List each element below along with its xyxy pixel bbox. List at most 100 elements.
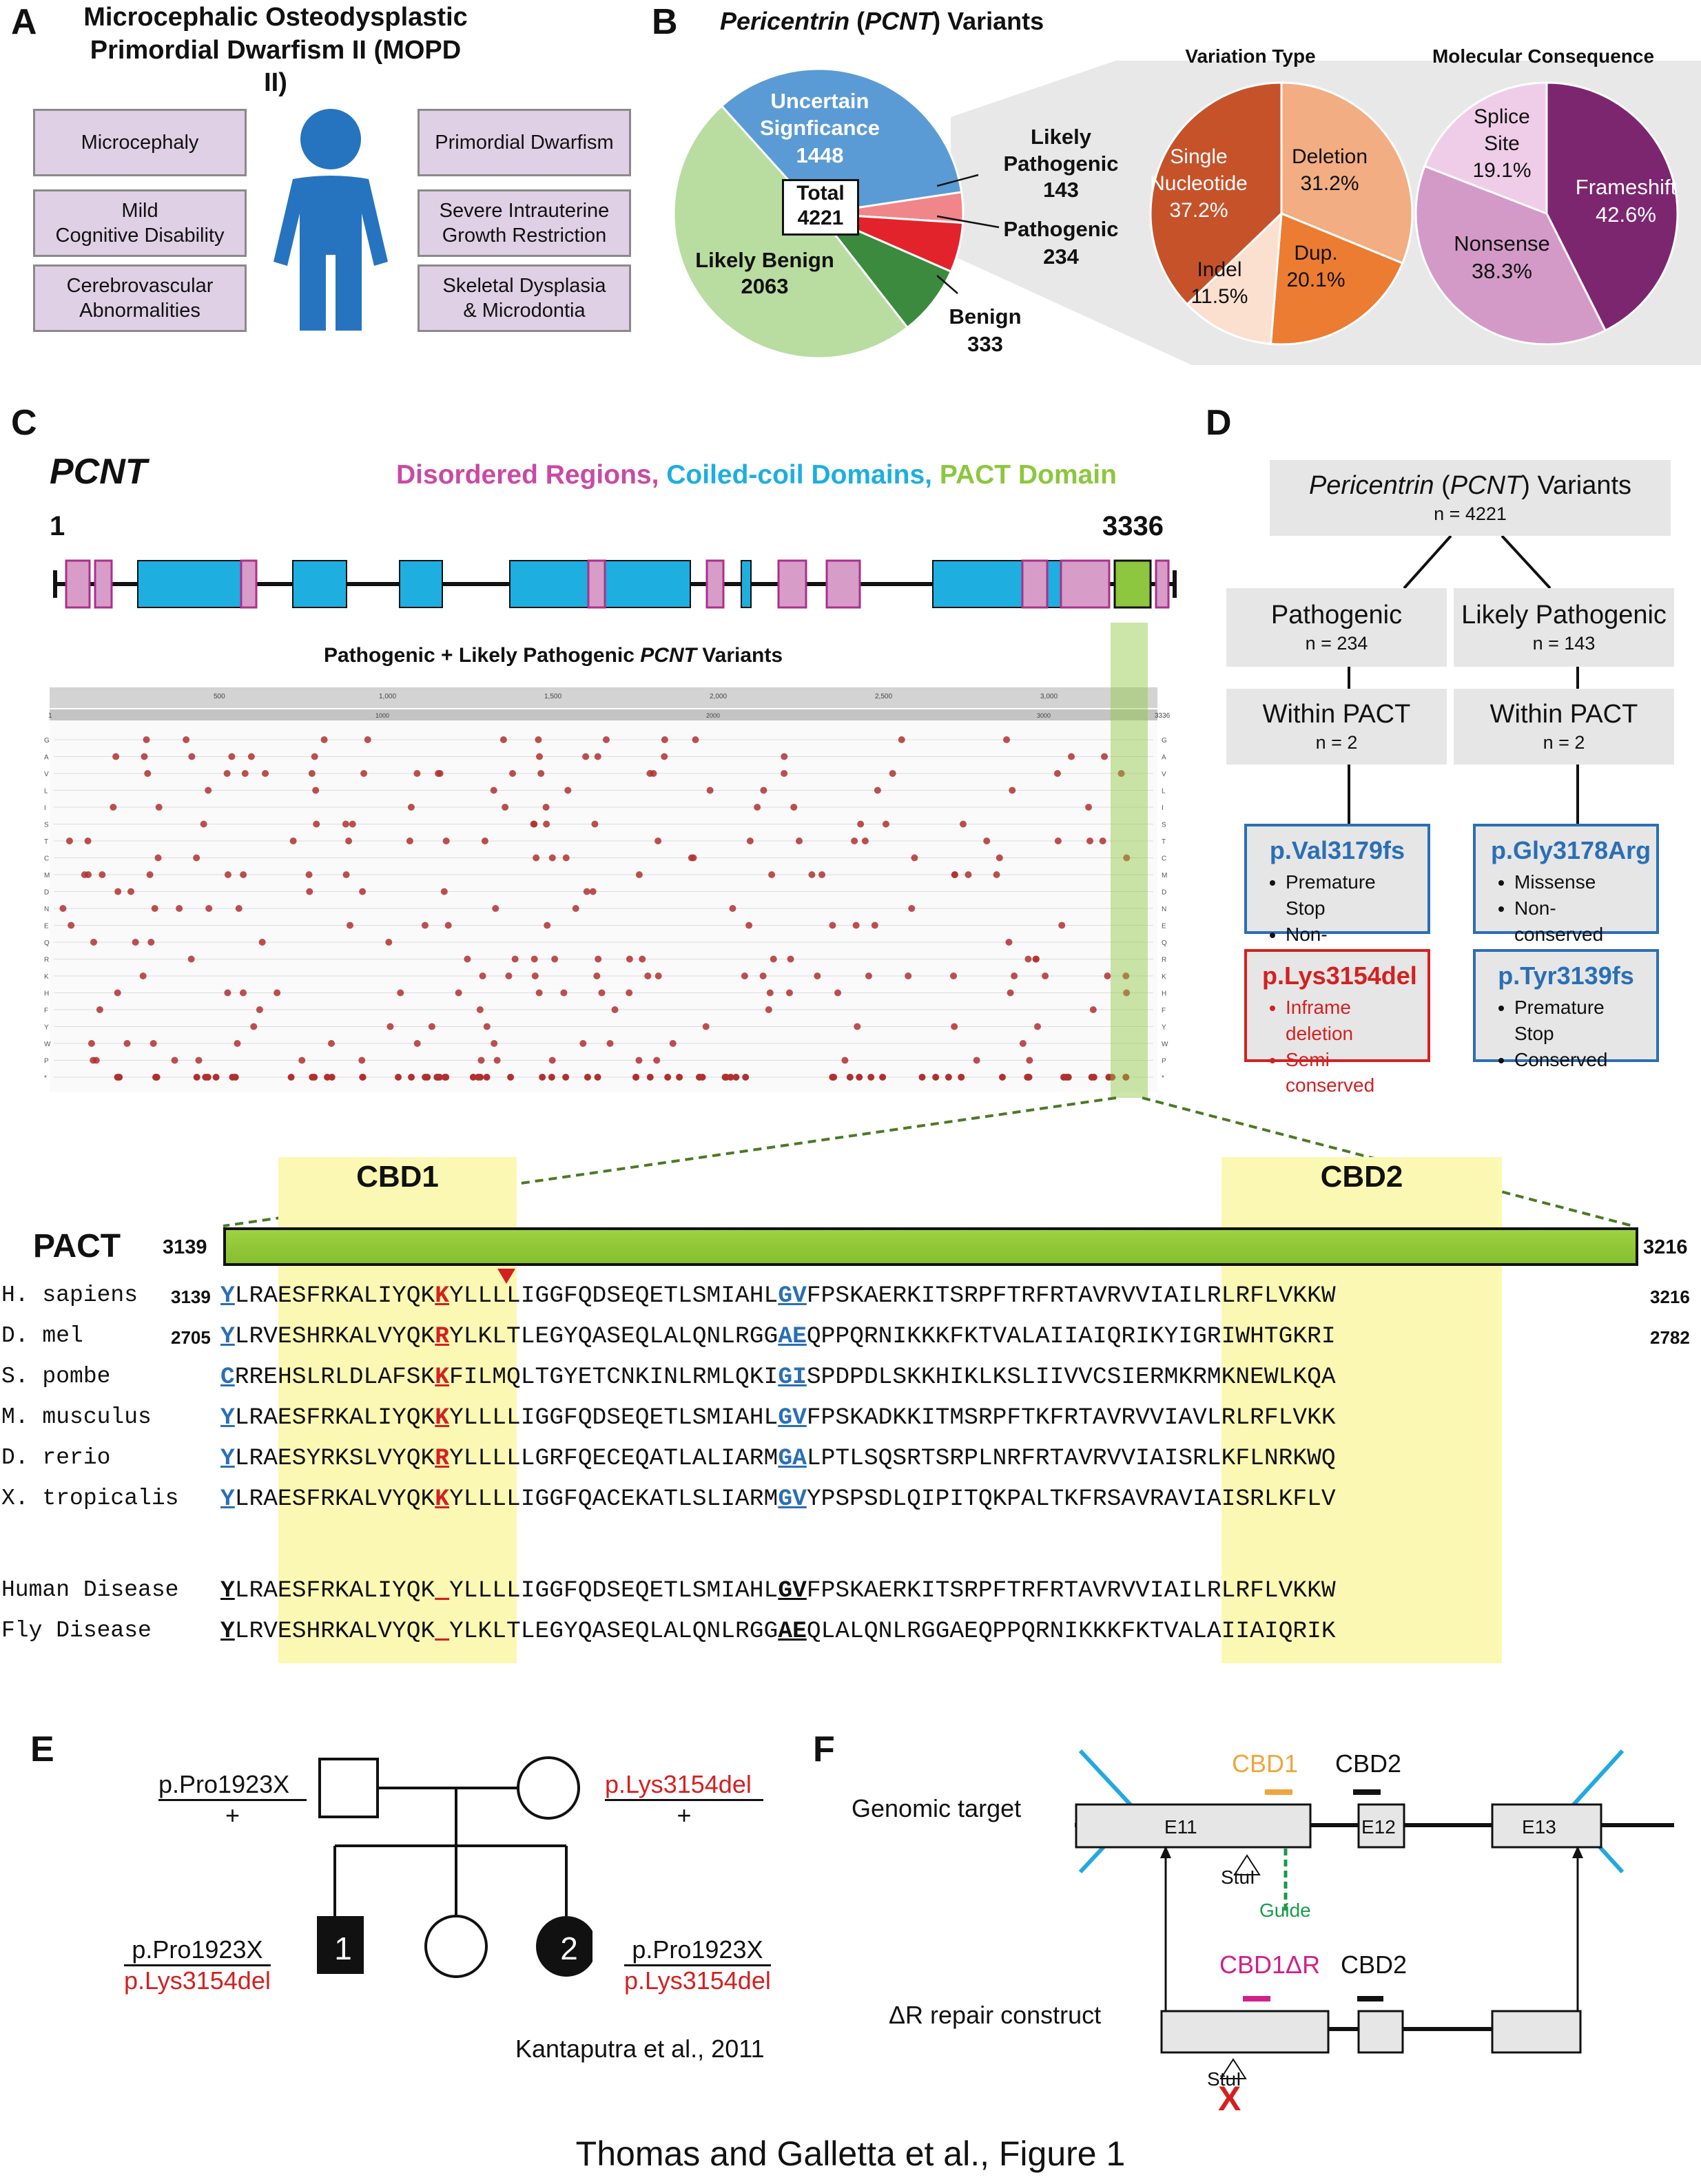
residue-run: FPSKAERKITSRPFTRFRTAVRVVIAILRLRFLVKKW: [806, 1282, 1336, 1309]
child-2-number: 2: [560, 1931, 578, 1966]
pact-bar: [223, 1227, 1638, 1266]
variant-dot-stop: [507, 1074, 515, 1081]
variant-dot: [308, 770, 316, 777]
panel-d-label: D: [1206, 403, 1232, 443]
residue-run: LRAESYRKSLVYQK: [234, 1445, 435, 1472]
pedigree: [317, 1756, 592, 1978]
variant-dot: [320, 736, 328, 743]
variant-dot: [692, 736, 699, 743]
disease-name: Fly Disease: [1, 1618, 152, 1643]
variant-dot: [345, 838, 353, 844]
variant-dot: [818, 871, 826, 878]
aa-row-label: I: [44, 804, 46, 812]
variant-dot: [1054, 838, 1062, 844]
residue-run: FILMQLTGYETCNKINLRMLQKI: [449, 1364, 779, 1391]
child-1-number: 1: [334, 1931, 352, 1966]
variant-dot-stop: [202, 1074, 209, 1081]
variant-dot: [171, 1057, 178, 1064]
variant-dots: [59, 736, 1131, 1081]
variant-dot: [993, 871, 1000, 878]
residue-highlight: R: [435, 1323, 450, 1350]
variant-dot: [84, 838, 92, 844]
disordered-region: [240, 559, 258, 609]
variant-dot: [661, 736, 668, 743]
variant-dot: [256, 1006, 263, 1013]
variant-dot: [626, 955, 633, 963]
ruler-tick: 2000: [706, 712, 720, 719]
variant-dot: [572, 905, 579, 912]
within-title: Within PACT: [1489, 700, 1638, 729]
species-start: 2705: [171, 1327, 211, 1348]
variant-dot: [312, 787, 320, 794]
variant-dot: [492, 905, 499, 912]
aa-row-label: W: [44, 1041, 51, 1048]
ruler-end: 3336: [1155, 712, 1171, 720]
father-genotype: p.Pro1923X+: [158, 1770, 307, 1830]
aa-row-label: *: [44, 1074, 47, 1082]
variant-dot: [499, 736, 507, 743]
variant-detail: Conserved: [1514, 1047, 1641, 1073]
residue-highlight: GV: [778, 1577, 807, 1604]
variant-dot: [543, 820, 550, 828]
title-part: Pathogenic + Likely Pathogenic: [324, 644, 641, 667]
gene-title: PCNT: [50, 452, 147, 492]
variant-dot: [187, 955, 195, 963]
variant-dot-stop: [958, 1074, 965, 1081]
variant-dot: [476, 1006, 484, 1013]
panel-b-title-italic: Pericentrin: [720, 7, 850, 35]
variant-dot: [241, 770, 249, 777]
disordered-region: [777, 559, 807, 609]
residue-run: LRVESHRKALVYQK: [234, 1323, 435, 1350]
variant-plot-title: Pathogenic + Likely Pathogenic PCNT Vari…: [324, 644, 783, 667]
variant-dot: [781, 753, 788, 760]
variant-dot: [442, 838, 450, 844]
genomic-target-label: Genomic target: [852, 1794, 1022, 1822]
variant-dot: [274, 989, 281, 997]
variant-dot: [154, 854, 162, 862]
title-gene: PCNT: [640, 644, 697, 667]
variant-dot: [200, 820, 207, 828]
variant-dot: [235, 905, 243, 912]
variant-dot-stop: [732, 1074, 740, 1081]
variant-dot: [250, 1023, 258, 1030]
paren: (: [856, 7, 865, 35]
panel-e-label: E: [30, 1729, 54, 1769]
aa-row-label: H: [44, 990, 49, 998]
residue-highlight: _: [435, 1577, 450, 1604]
variant-dot: [413, 770, 421, 777]
variant-dot-stop: [742, 1074, 750, 1081]
variant-dot: [834, 989, 842, 997]
variant-dot: [602, 736, 610, 743]
variant-dot: [358, 1057, 366, 1064]
residue-run: LRAESFRKALIYQK: [234, 1577, 435, 1604]
variant-dot: [790, 804, 798, 811]
variant-dot: [589, 888, 597, 895]
variant-dot: [531, 973, 539, 979]
variant-dot-stop: [1064, 1074, 1072, 1081]
genotype-bottom: +: [158, 1799, 307, 1830]
variant-dot: [950, 973, 958, 979]
variant-dot: [147, 939, 155, 946]
variant-dot-stop: [879, 1074, 887, 1081]
variant-dot: [477, 1057, 485, 1064]
aa-row-label: D: [44, 889, 49, 897]
residue-highlight: Y: [220, 1282, 235, 1309]
variant-dot: [951, 1023, 958, 1030]
sequence-text: YLRAESFRKALIYQKKYLLLLIGGFQDSEQETLSMIAHLG…: [220, 1282, 1336, 1309]
root-n: n = 4221: [1434, 503, 1507, 524]
legend-disordered: Disordered Regions,: [396, 460, 659, 490]
variant-dot: [262, 770, 269, 777]
ruler-tick: 1,500: [544, 693, 561, 700]
variant-dot: [542, 804, 550, 811]
coiled-coil-domain: [741, 560, 752, 608]
variant-dot: [795, 838, 803, 844]
variant-dot-stop: [562, 1074, 570, 1081]
legend-pact: PACT Domain: [939, 460, 1117, 490]
variant-box: p.Val3179fs Premature StopNon-conserved: [1244, 824, 1430, 970]
variant-dot: [706, 787, 714, 794]
tree-lines: [1348, 536, 1579, 824]
variant-dot: [59, 905, 67, 912]
variant-dot: [195, 1057, 203, 1064]
domain-map: [53, 559, 1177, 609]
gene-end: 3336: [1102, 511, 1164, 541]
